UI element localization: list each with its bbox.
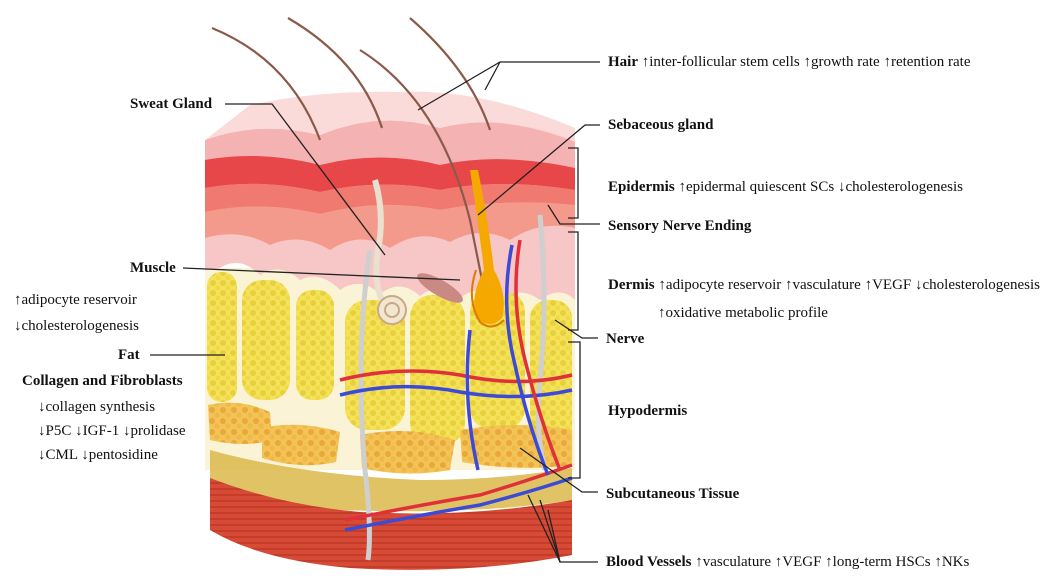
sebaceous-label: Sebaceous gland bbox=[608, 115, 713, 135]
hair-label-desc: ↑inter-follicular stem cells ↑growth rat… bbox=[642, 54, 971, 70]
blood-vessels-label: Blood Vessels ↑vasculature ↑VEGF ↑long-t… bbox=[606, 552, 969, 572]
fat-label-name: Fat bbox=[118, 347, 140, 363]
epidermis-label: Epidermis ↑epidermal quiescent SCs ↓chol… bbox=[608, 177, 963, 197]
fat-label: Fat bbox=[118, 345, 140, 365]
fat-note-2: ↓cholesterologenesis bbox=[14, 316, 139, 336]
fat-note-1: ↑adipocyte reservoir bbox=[14, 290, 137, 310]
blood-vessels-label-desc: ↑vasculature ↑VEGF ↑long-term HSCs ↑NKs bbox=[695, 554, 969, 570]
hair-label-name: Hair bbox=[608, 54, 638, 70]
hypodermis-label-name: Hypodermis bbox=[608, 403, 687, 419]
muscle-label: Muscle bbox=[130, 258, 176, 278]
collagen-note-2: ↓P5C ↓IGF-1 ↓prolidase bbox=[38, 421, 186, 441]
dermis-label-desc-2: ↑oxidative metabolic profile bbox=[658, 303, 828, 323]
sensory-nerve-label: Sensory Nerve Ending bbox=[608, 216, 751, 236]
subcutaneous-label: Subcutaneous Tissue bbox=[606, 484, 739, 504]
blood-vessels-label-name: Blood Vessels bbox=[606, 554, 691, 570]
epidermis-layer bbox=[205, 92, 575, 250]
collagen-label-name: Collagen and Fibroblasts bbox=[22, 373, 183, 389]
subcutaneous-layer bbox=[262, 425, 340, 465]
collagen-label: Collagen and Fibroblasts bbox=[22, 371, 183, 391]
sensory-nerve-label-name: Sensory Nerve Ending bbox=[608, 218, 751, 234]
sebaceous-label-name: Sebaceous gland bbox=[608, 117, 713, 133]
sweat-gland-coil bbox=[378, 296, 406, 324]
fat-lobule bbox=[242, 280, 290, 400]
fat-lobule bbox=[207, 272, 237, 402]
subcutaneous-label-name: Subcutaneous Tissue bbox=[606, 486, 739, 502]
collagen-note-1: ↓collagen synthesis bbox=[38, 397, 155, 417]
fat-lobule bbox=[296, 290, 334, 400]
subcutaneous-layer bbox=[360, 431, 455, 474]
dermis-label-name: Dermis bbox=[608, 277, 655, 293]
hair-label: Hair ↑inter-follicular stem cells ↑growt… bbox=[608, 52, 971, 72]
dermis-label-desc: ↑adipocyte reservoir ↑vasculature ↑VEGF … bbox=[658, 277, 1040, 293]
sweat-gland-label-name: Sweat Gland bbox=[130, 96, 212, 112]
dermis-label: Dermis ↑adipocyte reservoir ↑vasculature… bbox=[608, 275, 1040, 295]
muscle-label-name: Muscle bbox=[130, 260, 176, 276]
hypodermis-label: Hypodermis bbox=[608, 401, 687, 421]
nerve-label-name: Nerve bbox=[606, 331, 644, 347]
collagen-note-3: ↓CML ↓pentosidine bbox=[38, 445, 158, 465]
nerve-label: Nerve bbox=[606, 329, 644, 349]
sweat-gland-label: Sweat Gland bbox=[130, 94, 212, 114]
epidermis-label-name: Epidermis bbox=[608, 179, 675, 195]
epidermis-label-desc: ↑epidermal quiescent SCs ↓cholesterologe… bbox=[678, 179, 963, 195]
